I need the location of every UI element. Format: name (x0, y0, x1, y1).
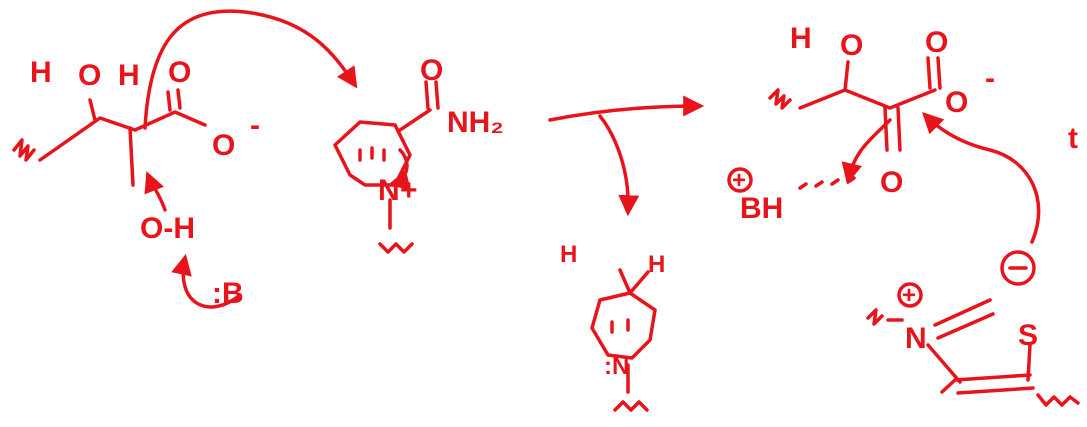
enol-carbonyl-double-bond (926, 56, 942, 90)
reactant-carbonyl-double-bond (166, 88, 182, 112)
enol-double-bond (883, 106, 902, 152)
enol-hbond-dots (798, 176, 856, 190)
thiazolium-structure: N S + (866, 250, 1080, 407)
enol-backbone (798, 88, 937, 110)
enol-structure: H O O O - O BH + (727, 22, 1041, 244)
thiazolium-s: S (1018, 319, 1038, 352)
reactant-wavy-bond (12, 138, 36, 162)
reactant-backbone (38, 110, 207, 162)
nadh-structure: H H :N (560, 241, 665, 412)
nadh-h-bonds (618, 268, 650, 295)
thiazolium-tail-wavy (1036, 393, 1080, 407)
reactant-hydroxyl: O-H (140, 212, 195, 245)
thiazolium-anion-circle (1000, 250, 1036, 286)
reactant-base: :B (212, 277, 244, 310)
thiazolium-plus-circle (897, 282, 923, 308)
enol-plus: + (732, 167, 746, 194)
nadh-ring (590, 291, 657, 360)
nadh-branch-arrow (598, 114, 640, 217)
thiazolium-double-bond (933, 298, 995, 340)
nad-ring-curved-arrow (387, 148, 411, 191)
nadh-ring-n: :N (604, 353, 629, 380)
nad-carbonyl-double-bond (424, 80, 440, 110)
reactant-atom-o3: O (212, 129, 235, 162)
reactant-vertical-bond (128, 126, 135, 187)
edge-mark: t (1068, 122, 1078, 155)
enol-plus-circle (727, 167, 753, 193)
reactant-arrow-base (171, 253, 242, 309)
nad-amide: NH₂ (447, 106, 504, 139)
reactant-atom-o1: O (78, 59, 101, 92)
ylide-attack-arrow (922, 112, 1041, 244)
reactant-atom-o2: O (168, 56, 191, 89)
thiazolium-plus: + (902, 282, 916, 309)
reactant-charge-minus: - (250, 109, 260, 142)
nad-carbonyl-o: O (420, 54, 443, 87)
reactant-arrow-to-carbon (144, 171, 167, 212)
reactant-oh-bond (88, 98, 97, 122)
hydride-transfer-arrow (143, 9, 358, 130)
nadh-wavy-bond (613, 400, 649, 412)
thiazolium-methyl-bond (940, 378, 957, 394)
nad-amide-bond (398, 108, 432, 132)
nadh-ring-dashes (610, 318, 630, 334)
enol-atom-o1: O (840, 29, 863, 62)
reactant-atom-h1: H (30, 56, 52, 89)
nad-ring (333, 120, 412, 187)
nadh-h-right: H (648, 251, 665, 278)
enol-conj-acid: BH (740, 192, 783, 225)
nad-ring-dashes (358, 146, 386, 162)
enol-atom-o2: O (925, 26, 948, 59)
enol-charge-minus: - (985, 62, 995, 95)
nad-ring-plus: + (400, 174, 418, 207)
enol-wavy-bond (768, 88, 792, 110)
nad-structure: O NH₂ N + (333, 54, 504, 254)
thiazolium-n: N (905, 322, 927, 355)
nadh-h-left: H (560, 241, 577, 268)
thiazolium-wavy-bond (866, 308, 884, 326)
reactant-structure: H O H O O - O-H :B (12, 56, 260, 310)
thiazolium-bottom-double-bond (953, 373, 1035, 395)
reactant-atom-h2: H (118, 59, 140, 92)
reaction-arrow (548, 95, 705, 122)
nad-ring-n: N (378, 174, 400, 207)
nad-wavy-bond (378, 242, 414, 254)
enol-arrow-to-oxygen (841, 118, 892, 185)
enol-atom-o3: O (945, 86, 968, 119)
enol-oxyanion: O (880, 166, 903, 199)
enol-atom-h: H (790, 22, 812, 55)
enol-oh-bond (843, 60, 850, 92)
